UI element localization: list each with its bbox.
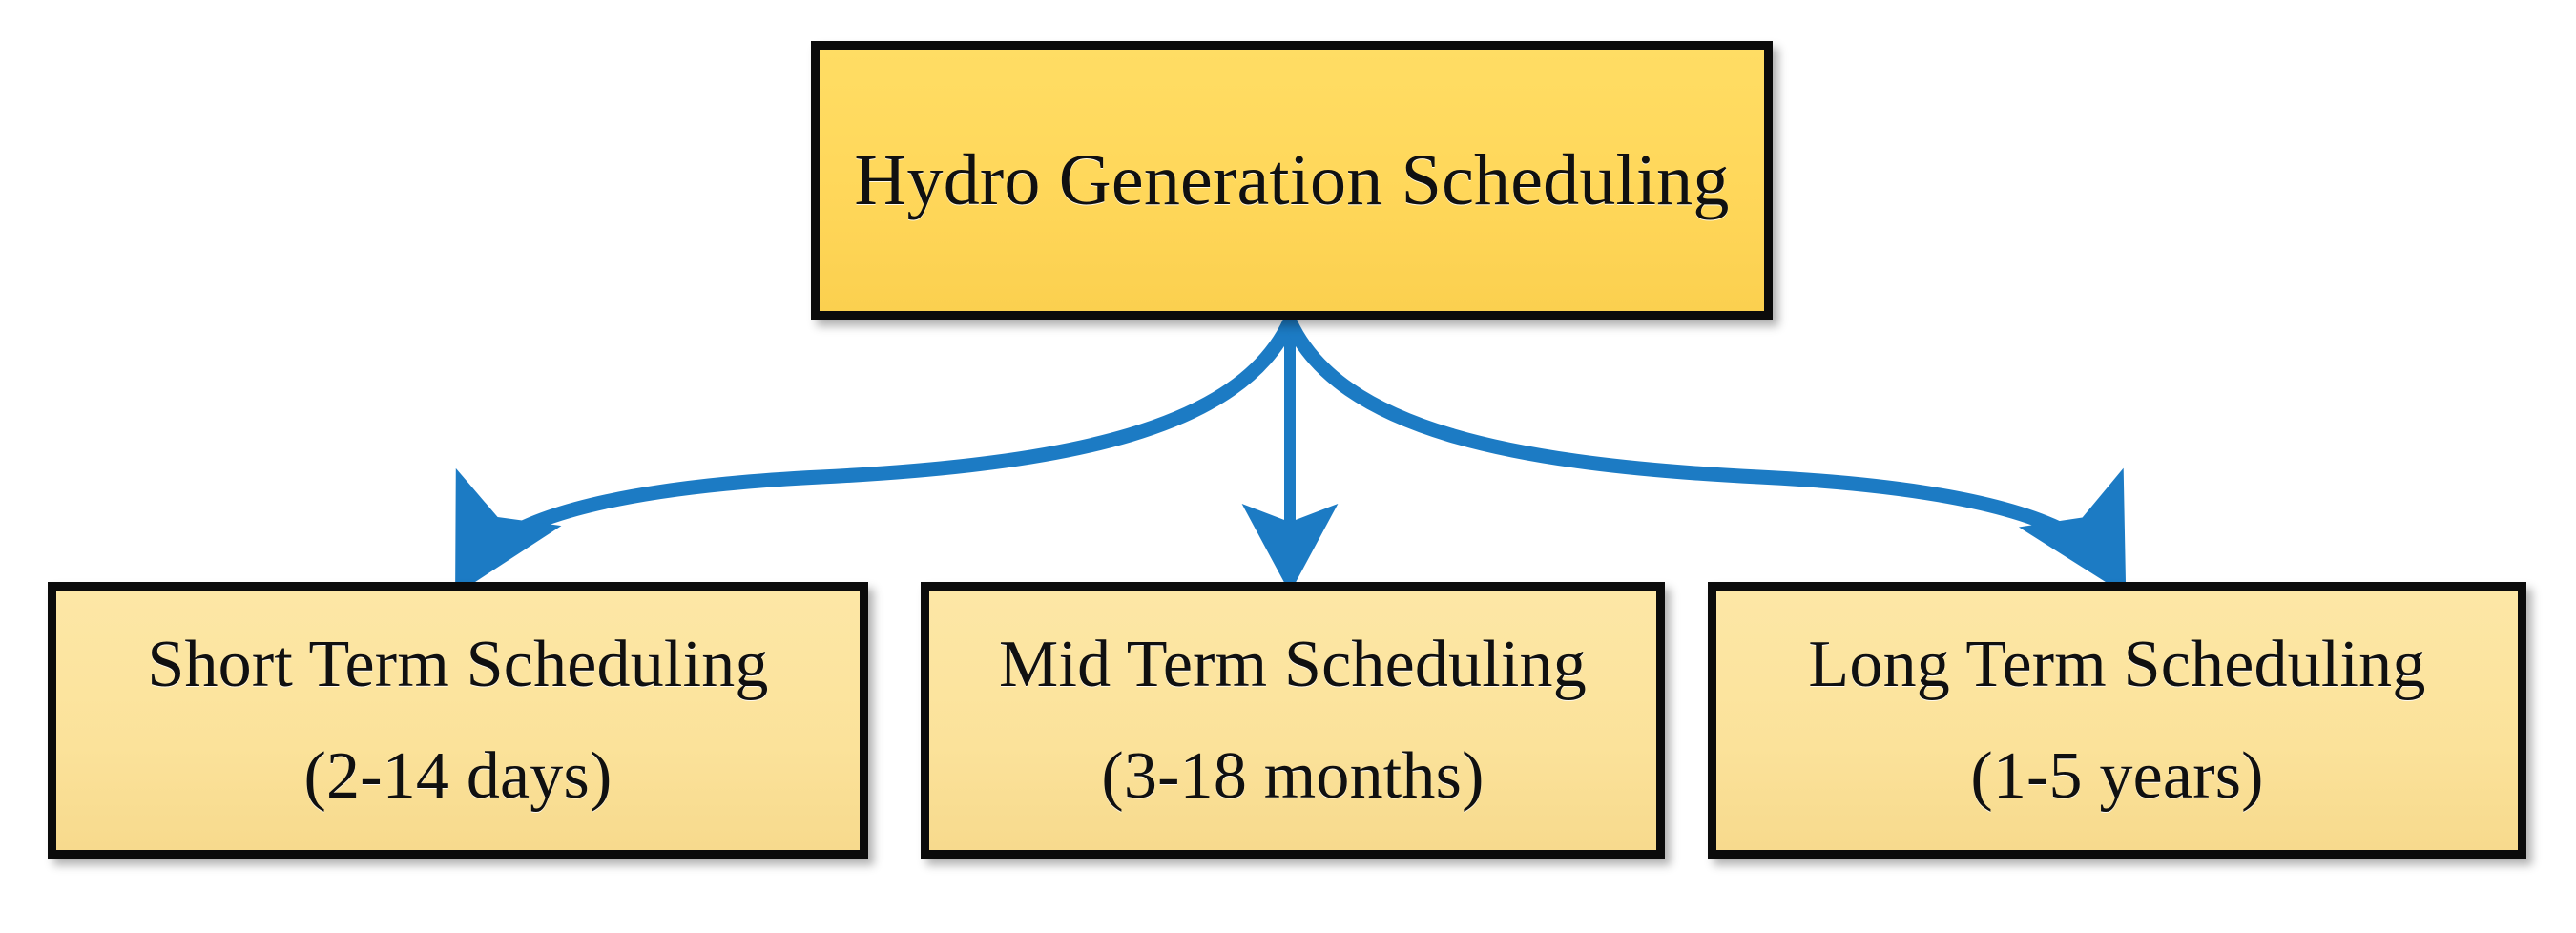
node-long-term-horizon: (1-5 years) <box>1970 739 2264 813</box>
node-short-term-label: Short Term Scheduling <box>147 628 769 701</box>
node-mid-term-scheduling[interactable]: Mid Term Scheduling (3-18 months) <box>921 582 1665 859</box>
node-long-term-label: Long Term Scheduling <box>1808 628 2426 701</box>
node-mid-term-horizon: (3-18 months) <box>1101 739 1485 813</box>
node-short-term-scheduling[interactable]: Short Term Scheduling (2-14 days) <box>48 582 868 859</box>
connector-arrow-long-term <box>1282 314 2127 595</box>
connector-arrow-short-term <box>455 314 1298 595</box>
node-short-term-horizon: (2-14 days) <box>303 739 613 813</box>
node-long-term-scheduling[interactable]: Long Term Scheduling (1-5 years) <box>1708 582 2526 859</box>
node-mid-term-label: Mid Term Scheduling <box>999 628 1587 701</box>
node-hydro-generation-scheduling[interactable]: Hydro Generation Scheduling <box>811 41 1773 320</box>
node-root-label: Hydro Generation Scheduling <box>854 139 1730 220</box>
